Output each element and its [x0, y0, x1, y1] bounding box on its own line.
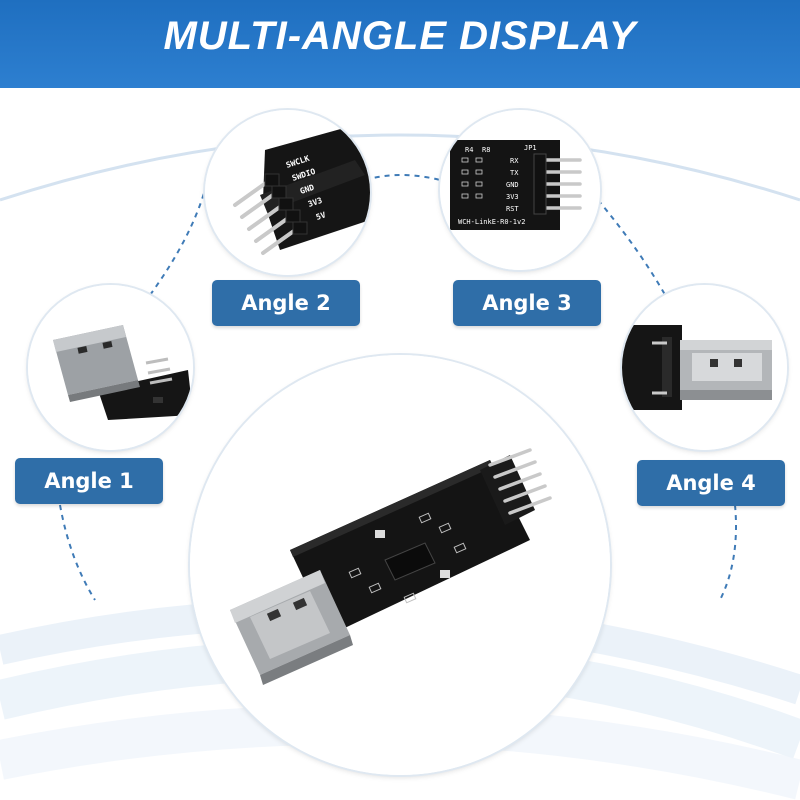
label-angle-3: Angle 3: [453, 280, 601, 326]
silkscreen-top-view-icon: R4 R8 JP1 RX TX GND 3V3 RST WCH-LinkE-R0…: [440, 110, 600, 270]
label-r4: R4: [465, 146, 473, 154]
label-angle-4: Angle 4: [637, 460, 785, 506]
pin-label-5v: 5V: [315, 210, 327, 222]
pin-header-angle-icon: SWCLK SWDIO GND 3V3 5V: [205, 110, 370, 275]
header-banner: MULTI-ANGLE DISPLAY: [0, 0, 800, 88]
label-jp1: JP1: [524, 144, 537, 152]
label-angle-2: Angle 2: [212, 280, 360, 326]
pin-label-gnd-2: GND: [506, 181, 519, 189]
board-name-label: WCH-LinkE-R0-1v2: [458, 218, 525, 226]
usb-plug-end-view-icon: [622, 285, 787, 450]
pin-label-tx: TX: [510, 169, 519, 177]
usb-debugger-board-icon: [190, 355, 610, 775]
pin-label-3v3: 3V3: [307, 196, 324, 209]
page-title: MULTI-ANGLE DISPLAY: [163, 14, 637, 58]
connector-lower-right: [719, 504, 737, 601]
angle-3-view: R4 R8 JP1 RX TX GND 3V3 RST WCH-LinkE-R0…: [440, 110, 600, 270]
connector-top: [364, 174, 441, 181]
pin-label-gnd: GND: [299, 183, 316, 196]
connector-left: [149, 189, 206, 296]
connector-lower-left: [59, 504, 96, 601]
angle-4-view: [622, 285, 787, 450]
pin-label-rst: RST: [506, 205, 519, 213]
angle-2-view: SWCLK SWDIO GND 3V3 5V: [205, 110, 370, 275]
main-product-view: [190, 355, 610, 775]
label-r8: R8: [482, 146, 490, 154]
label-angle-1: Angle 1: [15, 458, 163, 504]
usb-plug-side-view-icon: [28, 285, 193, 450]
pin-label-rx: RX: [510, 157, 519, 165]
connector-right: [597, 199, 669, 301]
angle-1-view: [28, 285, 193, 450]
pin-label-3v3-2: 3V3: [506, 193, 519, 201]
